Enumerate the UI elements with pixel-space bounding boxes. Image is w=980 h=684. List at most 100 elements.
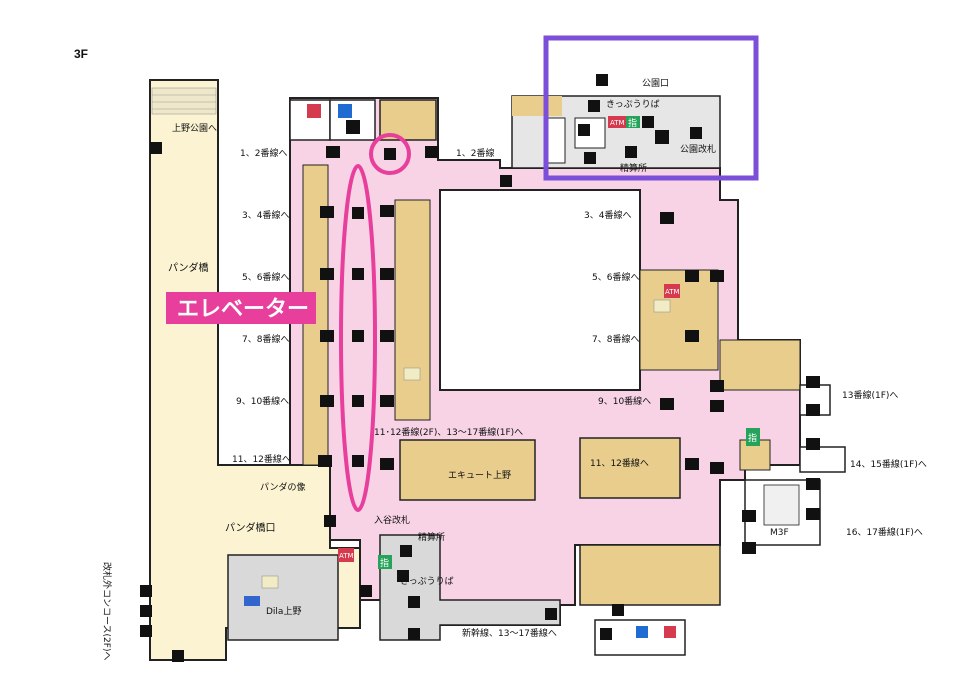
- svg-text:指: 指: [628, 117, 637, 129]
- escalator-icon: [380, 205, 394, 217]
- ueno-park-label: 上野公園へ: [172, 123, 217, 134]
- atm-badge: [608, 116, 626, 128]
- locker-icon: [172, 650, 184, 662]
- toilet-female-icon: [307, 104, 321, 118]
- escalator-icon: [690, 127, 702, 139]
- left-1-2-label: 1、2番線へ: [240, 147, 287, 159]
- koen-exit-label: 公園口: [642, 78, 669, 89]
- line-14-15-1f-label: 14、15番線(1F)へ: [850, 458, 927, 470]
- elevator-callout-text: エレベーター: [177, 297, 309, 322]
- labels: 上野公園へ パンダ橋 パンダの像 パンダ橋口 改札外コンコース(2F)へ Dil…: [101, 78, 927, 660]
- line-16-17-1f-label: 16、17番線(1F)へ: [846, 526, 923, 538]
- line-11-12-2f-label: 11･12番線(2F)、13〜17番線(1F)へ: [374, 426, 523, 438]
- panda-statue-label: パンダの像: [260, 481, 305, 493]
- m3f-label: M3F: [770, 528, 789, 538]
- elevator-icon: [352, 207, 364, 219]
- koen-gate-label: 公園改札: [680, 143, 716, 155]
- inner-9-10-label: 9、10番線へ: [598, 395, 651, 407]
- floor-label: 3F: [74, 47, 88, 61]
- escalator-icon: [408, 628, 420, 640]
- atm-badge: [664, 284, 680, 298]
- outside-concourse-label: 改札外コンコース(2F)へ: [101, 562, 113, 660]
- svg-text:指: 指: [748, 432, 757, 444]
- badges: ATM 指 ATM ATM 指 指: [244, 116, 760, 606]
- left-9-10-label: 9、10番線へ: [236, 395, 289, 407]
- escalator-icon: [140, 605, 152, 617]
- escalator-icon: [710, 400, 724, 412]
- escalator-icon: [318, 455, 332, 467]
- ticket-machine-icon: [400, 545, 412, 557]
- info-icon: [655, 130, 669, 144]
- escalator-icon: [742, 542, 756, 554]
- escalator-icon: [685, 458, 699, 470]
- escalator-icon: [710, 380, 724, 392]
- shitei-badge: [378, 555, 392, 569]
- escalator-icon: [588, 100, 600, 112]
- escalator-icon: [596, 74, 608, 86]
- kippu-lower-label: きっぷうりば: [400, 576, 454, 587]
- svg-text:ATM: ATM: [610, 119, 625, 127]
- ticket-machine-icon: [397, 570, 409, 582]
- svg-text:ATM: ATM: [665, 288, 680, 296]
- seisanjo-lower-label: 精算所: [418, 531, 445, 543]
- left-11-12-label: 11、12番線へ: [232, 453, 291, 465]
- escalator-icon: [360, 585, 372, 597]
- svg-text:指: 指: [380, 557, 389, 569]
- toilet-female-icon: [664, 626, 676, 638]
- inner-11-12-label: 11、12番線へ: [590, 457, 649, 469]
- elevator-icon: [352, 395, 364, 407]
- escalator-icon: [140, 585, 152, 597]
- highlight-box: [543, 35, 759, 181]
- elevator-icon: [384, 148, 396, 160]
- escalator-icon: [660, 212, 674, 224]
- outside-corridor: [149, 79, 361, 661]
- elevator-icon: [352, 455, 364, 467]
- ecute-label: エキュート上野: [448, 470, 511, 481]
- escalator-icon: [380, 268, 394, 280]
- elevator-callout: [166, 292, 316, 324]
- escalator-icon: [320, 395, 334, 407]
- panda-exit-label: パンダ橋口: [225, 521, 276, 534]
- wheelchair-icon: [612, 604, 624, 616]
- locker-icon: [500, 175, 512, 187]
- escalator-icon: [806, 478, 820, 490]
- shinkansen-label: 新幹線、13〜17番線へ: [462, 627, 557, 639]
- escalator-icon: [425, 146, 439, 158]
- svg-text:ATM: ATM: [339, 552, 354, 560]
- iriya-gate-label: 入谷改札: [374, 514, 410, 526]
- escalator-icon: [320, 330, 334, 342]
- escalator-icon: [806, 438, 820, 450]
- escalator-icon: [408, 596, 420, 608]
- shop-badge: [244, 596, 260, 606]
- escalator-icon: [660, 398, 674, 410]
- elevator-highlight-circle: [369, 133, 411, 175]
- escalator-icon: [806, 376, 820, 388]
- escalator-icon: [380, 330, 394, 342]
- line-13-1f-label: 13番線(1F)へ: [842, 389, 898, 401]
- escalator-icon: [320, 268, 334, 280]
- escalator-icon: [140, 625, 152, 637]
- atm-badge: [338, 548, 354, 562]
- elevator-icon: [352, 330, 364, 342]
- locker-icon: [324, 515, 336, 527]
- elevator-icon: [352, 268, 364, 280]
- escalator-icon: [742, 510, 756, 522]
- wheelchair-icon: [346, 120, 360, 134]
- escalator-icon: [685, 330, 699, 342]
- icons: [140, 74, 820, 662]
- escalator-icon: [584, 152, 596, 164]
- escalator-icon: [710, 462, 724, 474]
- elevator-highlight-ellipse: [339, 164, 377, 512]
- ticket-machine-icon: [642, 116, 654, 128]
- inner-5-6-label: 5、6番線へ: [592, 271, 639, 283]
- newdays-badge: [403, 367, 421, 381]
- koen-gate-area: [511, 95, 721, 169]
- escalator-icon: [380, 395, 394, 407]
- kippu-upper-label: きっぷうりば: [606, 99, 660, 110]
- escalator-icon: [806, 404, 820, 416]
- inner-7-8-label: 7、8番線へ: [592, 333, 639, 345]
- panda-bridge-label: パンダ橋: [168, 261, 209, 274]
- left-5-6-label: 5、6番線へ: [242, 271, 289, 283]
- escalator-icon: [380, 458, 394, 470]
- escalator-icon: [326, 146, 340, 158]
